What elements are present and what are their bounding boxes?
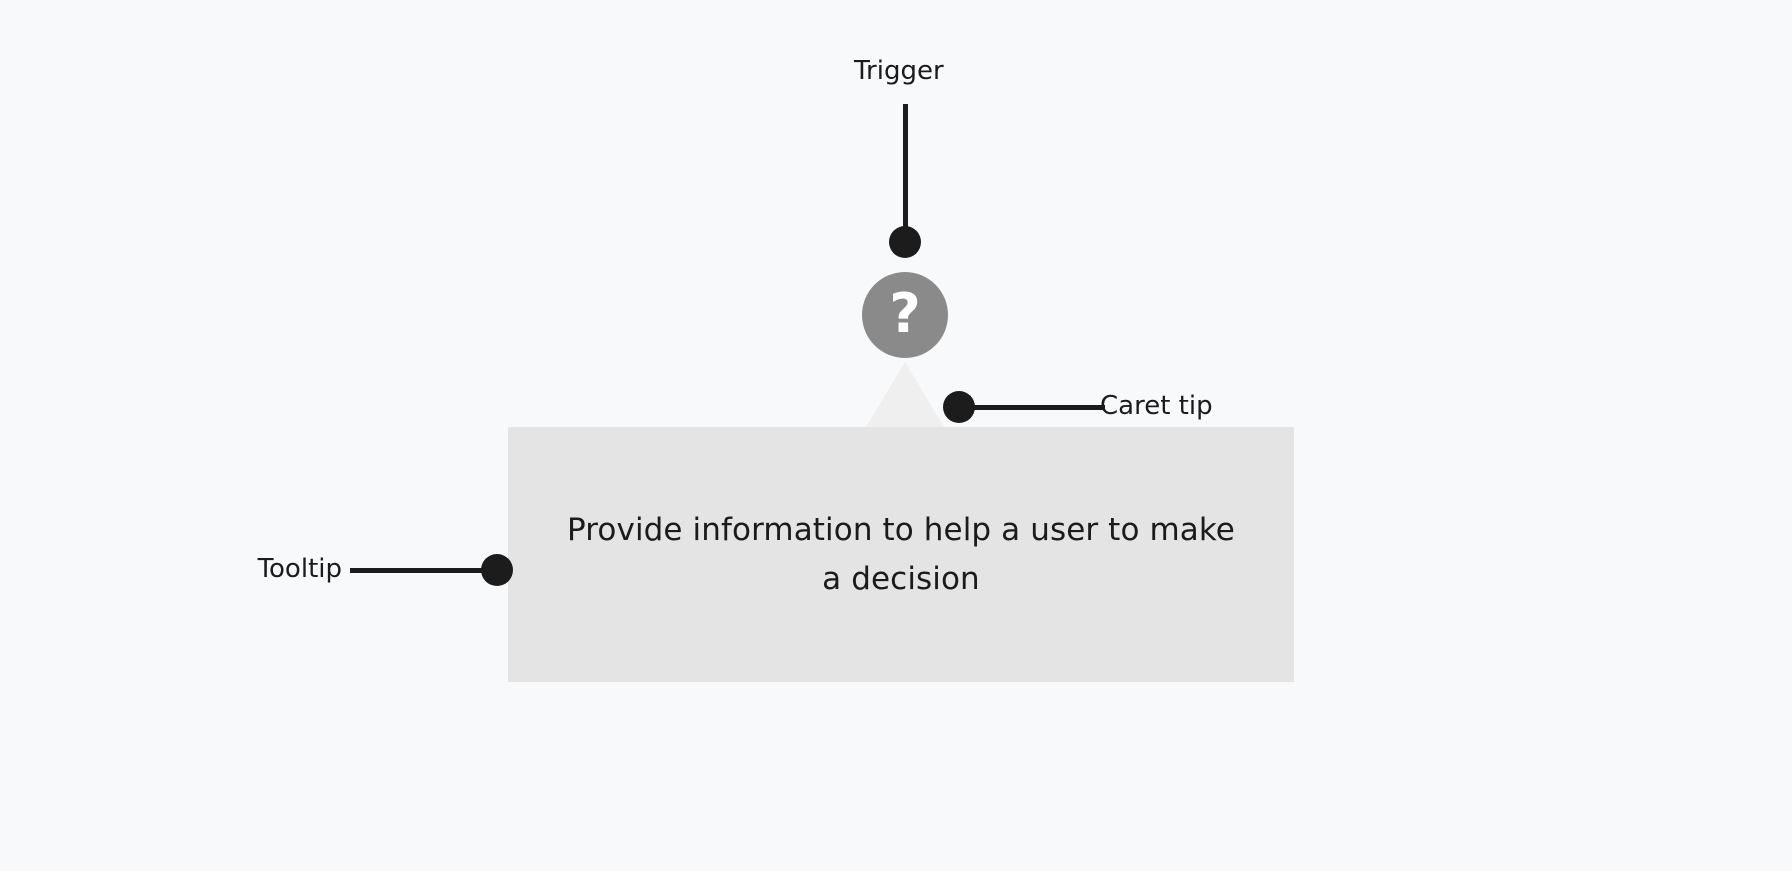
annotation-label-caret-tip: Caret tip: [1100, 391, 1213, 421]
annotation-leader-line-caret-tip: [959, 405, 1105, 410]
annotation-label-trigger: Trigger: [854, 56, 944, 86]
annotation-dot-trigger: [889, 226, 921, 258]
tooltip-surface: Provide information to help a user to ma…: [508, 427, 1294, 682]
annotation-dot-tooltip: [481, 554, 513, 586]
question-mark-glyph: ?: [889, 282, 920, 345]
caret-triangle-icon: [866, 362, 944, 427]
annotation-label-tooltip: Tooltip: [257, 554, 342, 584]
question-mark-circle-icon[interactable]: ?: [862, 272, 948, 358]
annotation-leader-line-trigger: [903, 104, 908, 228]
tooltip-body-text: Provide information to help a user to ma…: [567, 512, 1235, 597]
annotation-leader-line-tooltip: [350, 568, 497, 573]
